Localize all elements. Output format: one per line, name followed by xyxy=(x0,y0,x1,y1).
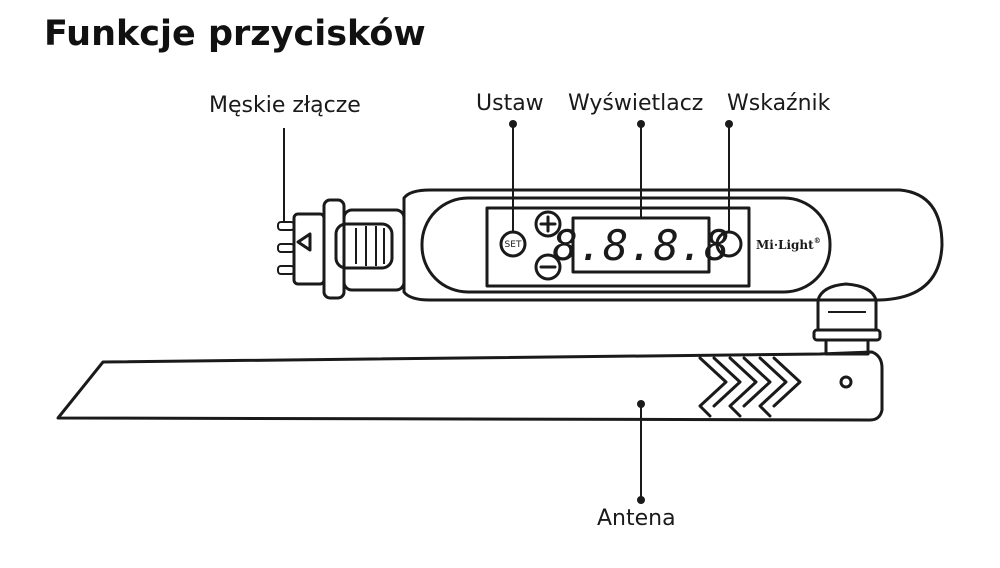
set-label: Ustaw xyxy=(476,91,544,116)
display-label: Wyświetlacz xyxy=(568,91,704,116)
device-body xyxy=(402,188,944,302)
page-title: Funkcje przycisków xyxy=(44,14,426,54)
antenna-label: Antena xyxy=(597,506,676,531)
male-connector-label: Męskie złącze xyxy=(209,93,361,118)
control-panel: SET 8.8.8.8 Mi·Light® xyxy=(485,206,821,288)
set-button-label: SET xyxy=(505,240,522,250)
male-connector xyxy=(277,198,406,300)
antenna xyxy=(56,350,884,422)
callout-lines xyxy=(283,120,733,504)
indicator-label: Wskaźnik xyxy=(727,91,831,116)
brand-logo: Mi·Light® xyxy=(756,236,821,252)
plus-button[interactable] xyxy=(534,210,562,238)
minus-button[interactable] xyxy=(534,253,562,281)
antenna-hinge xyxy=(812,282,882,356)
display-readout: 8.8.8.8 xyxy=(552,221,729,270)
